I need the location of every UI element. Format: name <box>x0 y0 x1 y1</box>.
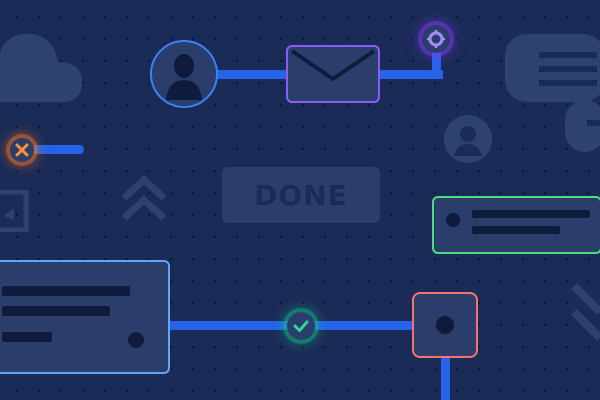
notice-card-line-1 <box>2 286 130 296</box>
chevrons-up-icon <box>121 175 167 221</box>
message-card-line-2 <box>472 226 560 234</box>
message-card-dot <box>446 213 460 227</box>
connector-error-line <box>30 145 84 154</box>
chat-bubble-icon <box>505 34 600 152</box>
square-node-dot <box>436 316 454 334</box>
square-node <box>412 292 478 358</box>
connector-settings-vertical <box>432 40 441 78</box>
connector-mail-settings <box>378 70 443 79</box>
error-node <box>10 138 34 162</box>
success-node <box>287 312 315 340</box>
user-circle-icon <box>444 115 492 163</box>
connector-square-down <box>441 355 450 400</box>
notice-card-line-3 <box>2 332 52 342</box>
connector-avatar-mail <box>215 70 290 79</box>
cloud-icon <box>0 33 82 102</box>
mail-icon <box>290 49 376 82</box>
gear-icon <box>427 30 445 48</box>
notice-card-line-2 <box>2 306 110 316</box>
user-icon <box>166 54 202 100</box>
arrow-box-icon <box>0 190 29 232</box>
settings-node <box>422 25 450 53</box>
close-icon <box>15 143 29 157</box>
notice-card-dot <box>128 332 144 348</box>
message-card-line-1 <box>472 210 590 218</box>
notice-card <box>0 260 170 374</box>
message-card <box>432 196 600 254</box>
done-badge: DONE <box>222 167 380 223</box>
mail-node <box>286 45 380 103</box>
check-icon <box>293 320 309 332</box>
avatar-node <box>150 40 218 108</box>
diagonal-stripes-decoration <box>571 283 600 341</box>
